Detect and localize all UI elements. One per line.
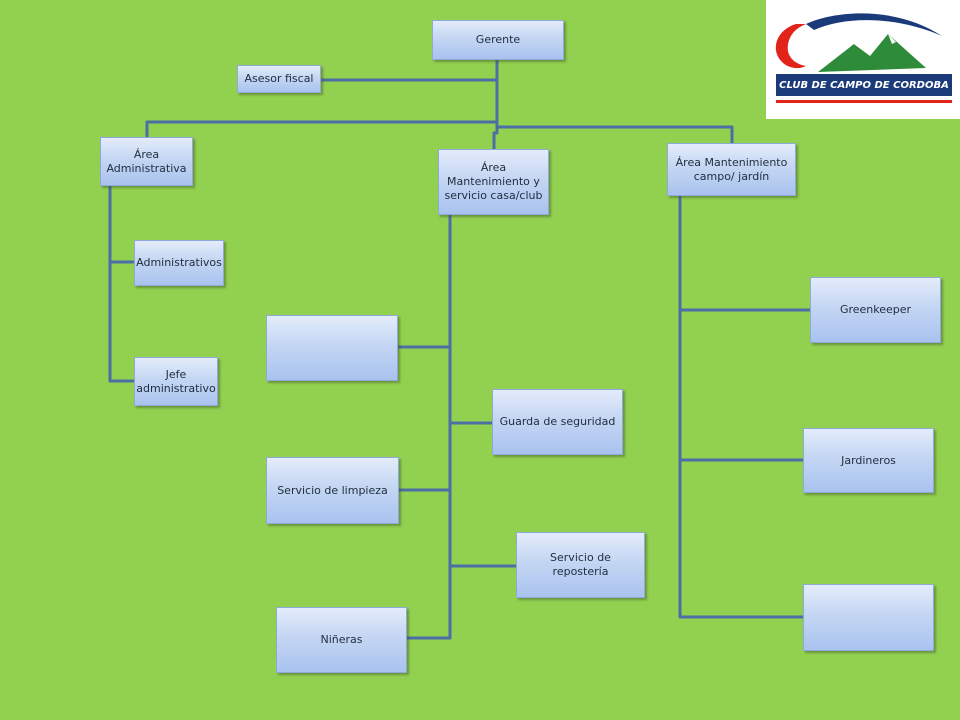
administrativos-box: Administrativos — [134, 240, 224, 286]
guarda-seguridad-box: Guarda de seguridad — [492, 389, 623, 455]
area-mantenimiento-campo-box: Área Mantenimiento campo/ jardín — [667, 143, 796, 196]
connector-campo-vertical — [678, 195, 805, 619]
gerente-box: Gerente — [432, 20, 564, 60]
connector-casa-vertical — [405, 213, 452, 640]
servicio-limpieza-box: Servicio de limpieza — [266, 457, 399, 524]
area-mantenimiento-casa-box: Área Mantenimiento y servicio casa/club — [438, 149, 549, 215]
club-logo: CLUB DE CAMPO DE CORDOBA — [766, 0, 960, 119]
jefe-administrativo-box: Jefe administrativo — [134, 357, 218, 406]
club-logo-emblem — [775, 13, 952, 103]
jardineros-box: Jardineros — [803, 428, 934, 493]
connector-area-campo — [495, 108, 734, 145]
asesor-fiscal-box: Asesor fiscal — [237, 65, 321, 93]
servicio-reposteria-box: Servicio de repostería — [516, 532, 645, 598]
empty-box-right — [803, 584, 934, 651]
greenkeeper-box: Greenkeeper — [810, 277, 941, 343]
area-administrativa-box: Área Administrativa — [100, 137, 193, 186]
nineras-box: Niñeras — [276, 607, 407, 673]
connector-area-administrativa — [145, 108, 499, 139]
club-logo-text: CLUB DE CAMPO DE CORDOBA — [779, 80, 949, 91]
connector-admin-vertical — [108, 184, 136, 383]
connector-area-casa — [492, 125, 499, 151]
empty-box-left — [266, 315, 398, 381]
